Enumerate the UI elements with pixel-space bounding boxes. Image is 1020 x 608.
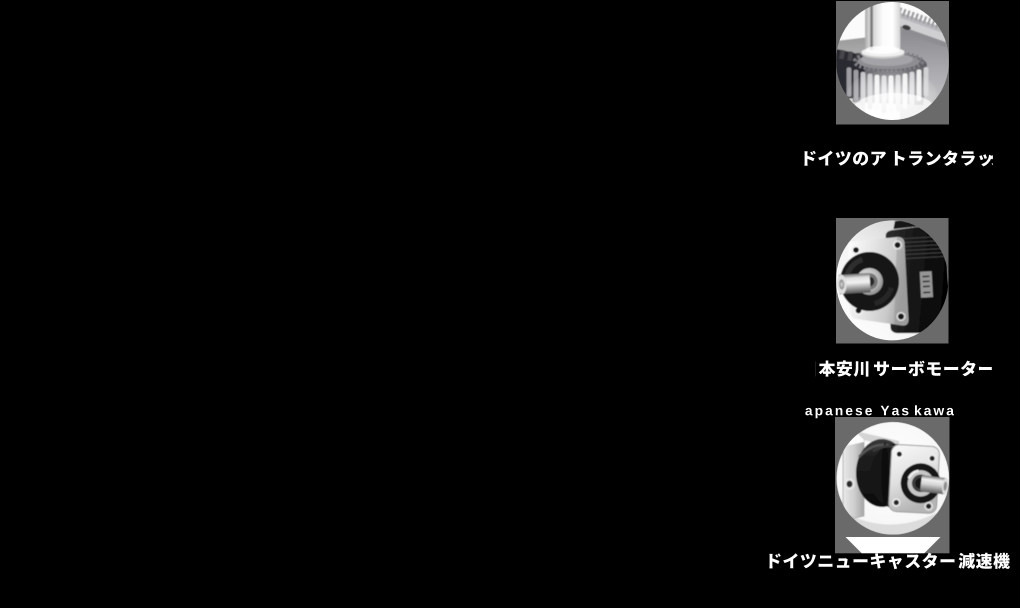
- rack-and-pinion-gears-photo[interactable]: [836, 1, 949, 125]
- flange-screws: [851, 240, 906, 322]
- planetary-reducer-photo[interactable]: [835, 417, 950, 554]
- product1-title: [799, 150, 993, 168]
- product2-title: [815, 360, 992, 378]
- servo-motor-photo[interactable]: [836, 218, 949, 344]
- product3-title: [764, 552, 1010, 570]
- active-item-pointer-icon: [845, 537, 941, 554]
